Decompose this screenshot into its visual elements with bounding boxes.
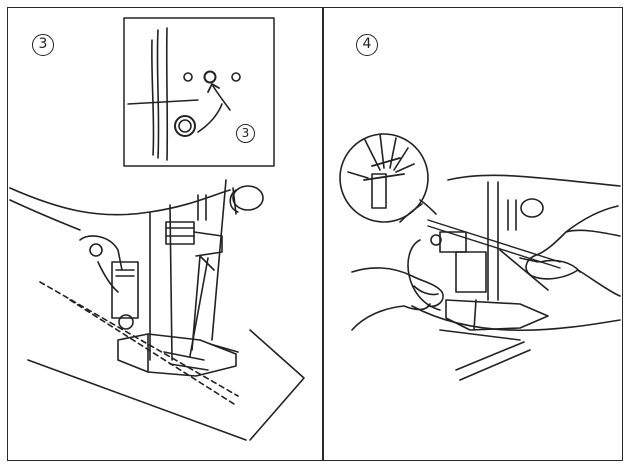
sewing-machine-right (407, 174, 621, 381)
step-badge-4: 4 (356, 34, 378, 56)
step-badge-3: 3 (32, 34, 54, 56)
inset-step-badge-3: 3 (236, 124, 255, 143)
needle-plate-inset (123, 17, 275, 167)
illustration-frame (7, 7, 623, 461)
hands (351, 205, 621, 331)
panel-divider (322, 7, 324, 461)
needle-threader-magnifier (339, 133, 437, 223)
sewing-machine-left (9, 179, 305, 441)
